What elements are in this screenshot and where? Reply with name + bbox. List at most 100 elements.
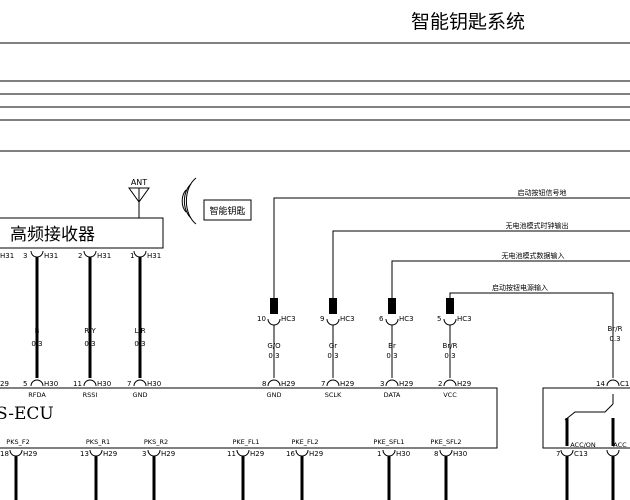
svg-text:H29: H29 xyxy=(23,450,37,458)
receiver-pin-1: 3 H31 B 0.3 xyxy=(23,250,58,378)
svg-text:PKE_FL2: PKE_FL2 xyxy=(291,438,318,446)
svg-text:9: 9 xyxy=(320,315,324,323)
right-wire: Br/R 0.3 xyxy=(608,325,623,343)
svg-text:PKS_R1: PKS_R1 xyxy=(86,438,110,446)
svg-text:无电池模式时钟输出: 无电池模式时钟输出 xyxy=(506,221,569,230)
svg-text:6: 6 xyxy=(379,315,384,323)
svg-text:H29: H29 xyxy=(399,380,413,388)
bottom-pin-pks-r1: PKS_R1 13 H29 xyxy=(80,438,117,500)
svg-text:H30: H30 xyxy=(44,380,58,388)
svg-text:8: 8 xyxy=(262,380,266,388)
svg-text:3: 3 xyxy=(23,252,27,260)
svg-text:H29: H29 xyxy=(340,380,354,388)
svg-text:B: B xyxy=(35,327,40,335)
smart-key-box: 智能钥匙 xyxy=(203,199,252,221)
svg-text:H30: H30 xyxy=(453,450,467,458)
svg-text:HC3: HC3 xyxy=(281,315,296,323)
svg-text:H31: H31 xyxy=(97,252,111,260)
svg-text:Br/R: Br/R xyxy=(608,325,623,333)
bottom-pin-pks-f2: PKS_F2 18 H29 xyxy=(0,438,37,500)
svg-text:H29: H29 xyxy=(309,450,323,458)
receiver-label: 高频接收器 xyxy=(10,225,95,245)
svg-text:0.3: 0.3 xyxy=(134,340,145,348)
signal-lines: 启动按钮信号地 无电池模式时钟输出 无电池模式数据输入 启动按钮电源输入 xyxy=(273,188,630,378)
svg-text:H30: H30 xyxy=(97,380,111,388)
svg-text:RFDA: RFDA xyxy=(28,391,46,399)
receiver-edge-conn: H31 xyxy=(0,252,14,260)
ecu-bottom-pins: PKS_F2 18 H29 PKS_R1 13 H29 PKS_R2 3 H29… xyxy=(0,438,467,500)
svg-text:H31: H31 xyxy=(44,252,58,260)
svg-text:PKE_SFL2: PKE_SFL2 xyxy=(430,438,461,446)
svg-text:G/O: G/O xyxy=(267,342,281,350)
header-lines xyxy=(0,42,630,152)
svg-text:7: 7 xyxy=(321,380,325,388)
svg-text:H29: H29 xyxy=(250,450,264,458)
svg-text:7: 7 xyxy=(556,450,560,458)
ecu-upper-pins-right: 8 H29 GND 7 H29 SCLK 3 H29 DATA 2 H29 VC… xyxy=(262,379,471,399)
svg-text:GND: GND xyxy=(133,391,148,399)
bottom-pin-pke-fl2: PKE_FL2 16 H29 xyxy=(286,438,323,500)
svg-text:Gr: Gr xyxy=(329,342,337,350)
svg-text:HC3: HC3 xyxy=(340,315,355,323)
svg-text:11: 11 xyxy=(73,380,82,388)
svg-text:L/R: L/R xyxy=(134,327,145,335)
smart-key-label: 智能钥匙 xyxy=(209,205,245,217)
ecu-label: S-ECU xyxy=(0,404,54,424)
bottom-pin-pke-sfl2: PKE_SFL2 8 H30 xyxy=(430,438,467,500)
svg-text:PKS_F2: PKS_F2 xyxy=(6,438,29,446)
bottom-pin-pke-fl1: PKE_FL1 11 H29 xyxy=(227,438,264,500)
svg-text:无电池模式数据输入: 无电池模式数据输入 xyxy=(502,251,565,260)
antenna-label: ANT xyxy=(131,178,147,187)
svg-text:HC3: HC3 xyxy=(457,315,472,323)
svg-text:0.3: 0.3 xyxy=(268,352,279,360)
svg-text:C13: C13 xyxy=(574,450,588,458)
svg-text:5: 5 xyxy=(437,315,441,323)
svg-text:C1: C1 xyxy=(620,380,629,388)
hc3-pin-10: 10 HC3 G/O 0.3 xyxy=(257,298,296,378)
svg-text:3: 3 xyxy=(380,380,384,388)
svg-text:1: 1 xyxy=(377,450,381,458)
svg-text:14: 14 xyxy=(596,380,605,388)
svg-text:8: 8 xyxy=(434,450,438,458)
right-relay-box: 14 C1 ACC/ON ACC 7 C13 xyxy=(542,379,630,500)
radio-wave-icon xyxy=(181,177,197,225)
svg-text:29: 29 xyxy=(0,380,9,388)
svg-text:10: 10 xyxy=(257,315,266,323)
svg-text:5: 5 xyxy=(23,380,27,388)
svg-text:7: 7 xyxy=(127,380,131,388)
svg-text:启动按钮信号地: 启动按钮信号地 xyxy=(518,188,567,197)
svg-text:PKE_FL1: PKE_FL1 xyxy=(232,438,259,446)
svg-text:R/Y: R/Y xyxy=(84,327,96,335)
svg-text:SCLK: SCLK xyxy=(325,391,342,399)
svg-text:DATA: DATA xyxy=(384,391,401,399)
svg-text:3: 3 xyxy=(142,450,146,458)
svg-text:GND: GND xyxy=(267,391,282,399)
receiver-pin-3: 1 H31 L/R 0.3 xyxy=(130,250,161,378)
svg-text:0.3: 0.3 xyxy=(84,340,95,348)
svg-text:H31: H31 xyxy=(147,252,161,260)
svg-text:18: 18 xyxy=(0,450,9,458)
receiver-pins: H31 3 H31 B 0.3 2 H31 R/Y 0.3 1 H31 L/R … xyxy=(0,250,161,378)
ecu-box: S-ECU xyxy=(0,387,498,449)
svg-text:H29: H29 xyxy=(457,380,471,388)
ecu-upper-pins-left: 29 5 H30 RFDA 11 H30 RSSI 7 H30 GND xyxy=(0,379,161,399)
svg-text:0.3: 0.3 xyxy=(386,352,397,360)
svg-text:2: 2 xyxy=(78,252,82,260)
svg-text:PKE_SFL1: PKE_SFL1 xyxy=(373,438,404,446)
svg-text:13: 13 xyxy=(80,450,89,458)
bottom-pin-pke-sfl1: PKE_SFL1 1 H30 xyxy=(373,438,410,500)
hc3-pin-5: 5 HC3 Br/R 0.3 xyxy=(437,298,472,378)
svg-text:1: 1 xyxy=(130,252,134,260)
svg-text:RSSI: RSSI xyxy=(83,391,98,399)
hc3-pin-6: 6 HC3 Br 0.3 xyxy=(379,298,414,378)
svg-text:11: 11 xyxy=(227,450,236,458)
receiver-pin-2: 2 H31 R/Y 0.3 xyxy=(78,250,111,378)
svg-text:Br: Br xyxy=(388,342,396,350)
svg-text:ACC/ON: ACC/ON xyxy=(570,441,596,449)
svg-text:0.3: 0.3 xyxy=(444,352,455,360)
svg-text:H30: H30 xyxy=(396,450,410,458)
svg-text:启动按钮电源输入: 启动按钮电源输入 xyxy=(492,283,548,292)
hc3-pin-9: 9 HC3 Gr 0.3 xyxy=(320,298,355,378)
receiver-box: 高频接收器 xyxy=(0,217,164,249)
svg-text:0.3: 0.3 xyxy=(327,352,338,360)
